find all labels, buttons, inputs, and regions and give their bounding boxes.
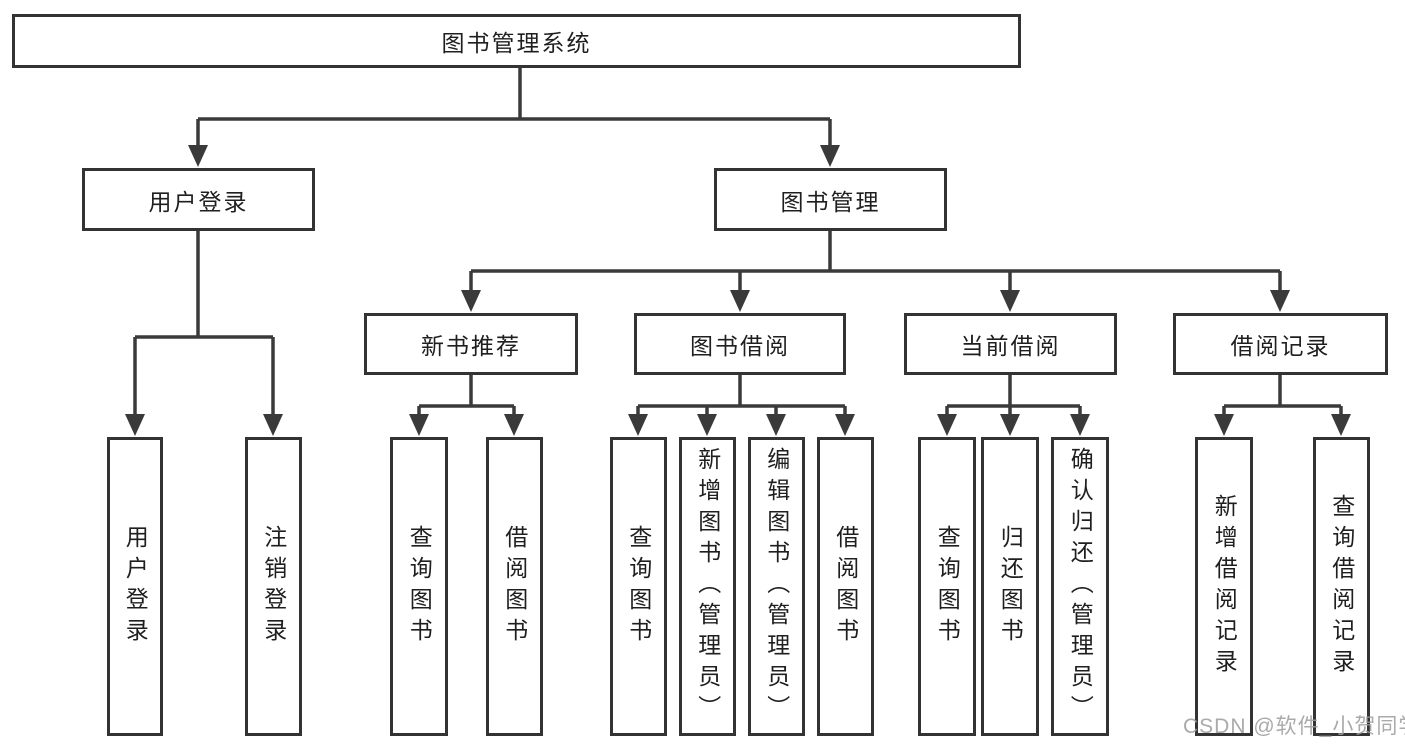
node-label: 注销登录 <box>260 524 287 649</box>
node-system-root: 图书管理系统 <box>12 14 1021 68</box>
node-add-book-admin: 新增图书（管理员） <box>679 437 736 736</box>
node-label: 查询借阅记录 <box>1328 493 1355 680</box>
node-label: 用户登录 <box>122 524 149 649</box>
node-label: 确认归还（管理员） <box>1067 447 1094 726</box>
node-label: 当前借阅 <box>960 333 1061 359</box>
node-label: 查询图书 <box>406 524 433 649</box>
node-confirm-return-admin: 确认归还（管理员） <box>1051 437 1109 736</box>
node-query-books-recommend: 查询图书 <box>390 437 448 736</box>
node-query-borrow-record: 查询借阅记录 <box>1313 437 1370 736</box>
node-add-borrow-record: 新增借阅记录 <box>1195 437 1253 736</box>
connector-lines <box>133 68 1343 417</box>
node-label: 图书管理 <box>780 188 881 215</box>
node-user-login: 用户登录 <box>82 168 315 231</box>
node-user-login-leaf: 用户登录 <box>107 437 163 736</box>
node-label: 编辑图书（管理员） <box>763 447 790 726</box>
node-borrowing-records: 借阅记录 <box>1173 313 1388 375</box>
node-current-borrowing: 当前借阅 <box>904 313 1117 375</box>
node-label: 归还图书 <box>997 524 1024 649</box>
node-label: 新书推荐 <box>421 333 521 359</box>
node-label: 借阅记录 <box>1230 333 1331 359</box>
node-label: 图书管理系统 <box>441 30 592 56</box>
node-label: 借阅图书 <box>832 524 859 649</box>
node-book-borrowing: 图书借阅 <box>634 313 846 375</box>
node-book-management: 图书管理 <box>714 168 947 231</box>
node-borrow-books-recommend: 借阅图书 <box>486 437 543 736</box>
node-logout: 注销登录 <box>245 437 302 736</box>
csdn-watermark: CSDN @软件_小贺同学 <box>1183 715 1405 738</box>
node-borrow-books-leaf: 借阅图书 <box>817 437 874 736</box>
node-query-books-borrowing: 查询图书 <box>610 437 667 736</box>
arrowheads <box>125 145 1351 436</box>
node-label: 查询图书 <box>625 524 652 649</box>
node-label: 查询图书 <box>934 524 961 649</box>
node-query-books-current: 查询图书 <box>918 437 976 736</box>
node-edit-book-admin: 编辑图书（管理员） <box>748 437 805 736</box>
node-label: 新增借阅记录 <box>1211 493 1238 680</box>
node-label: 借阅图书 <box>501 524 528 649</box>
node-label: 新增图书（管理员） <box>694 447 721 726</box>
node-label: 用户登录 <box>148 188 249 215</box>
node-return-book: 归还图书 <box>981 437 1039 736</box>
node-new-book-recommend: 新书推荐 <box>364 313 578 375</box>
node-label: 图书借阅 <box>690 333 790 359</box>
